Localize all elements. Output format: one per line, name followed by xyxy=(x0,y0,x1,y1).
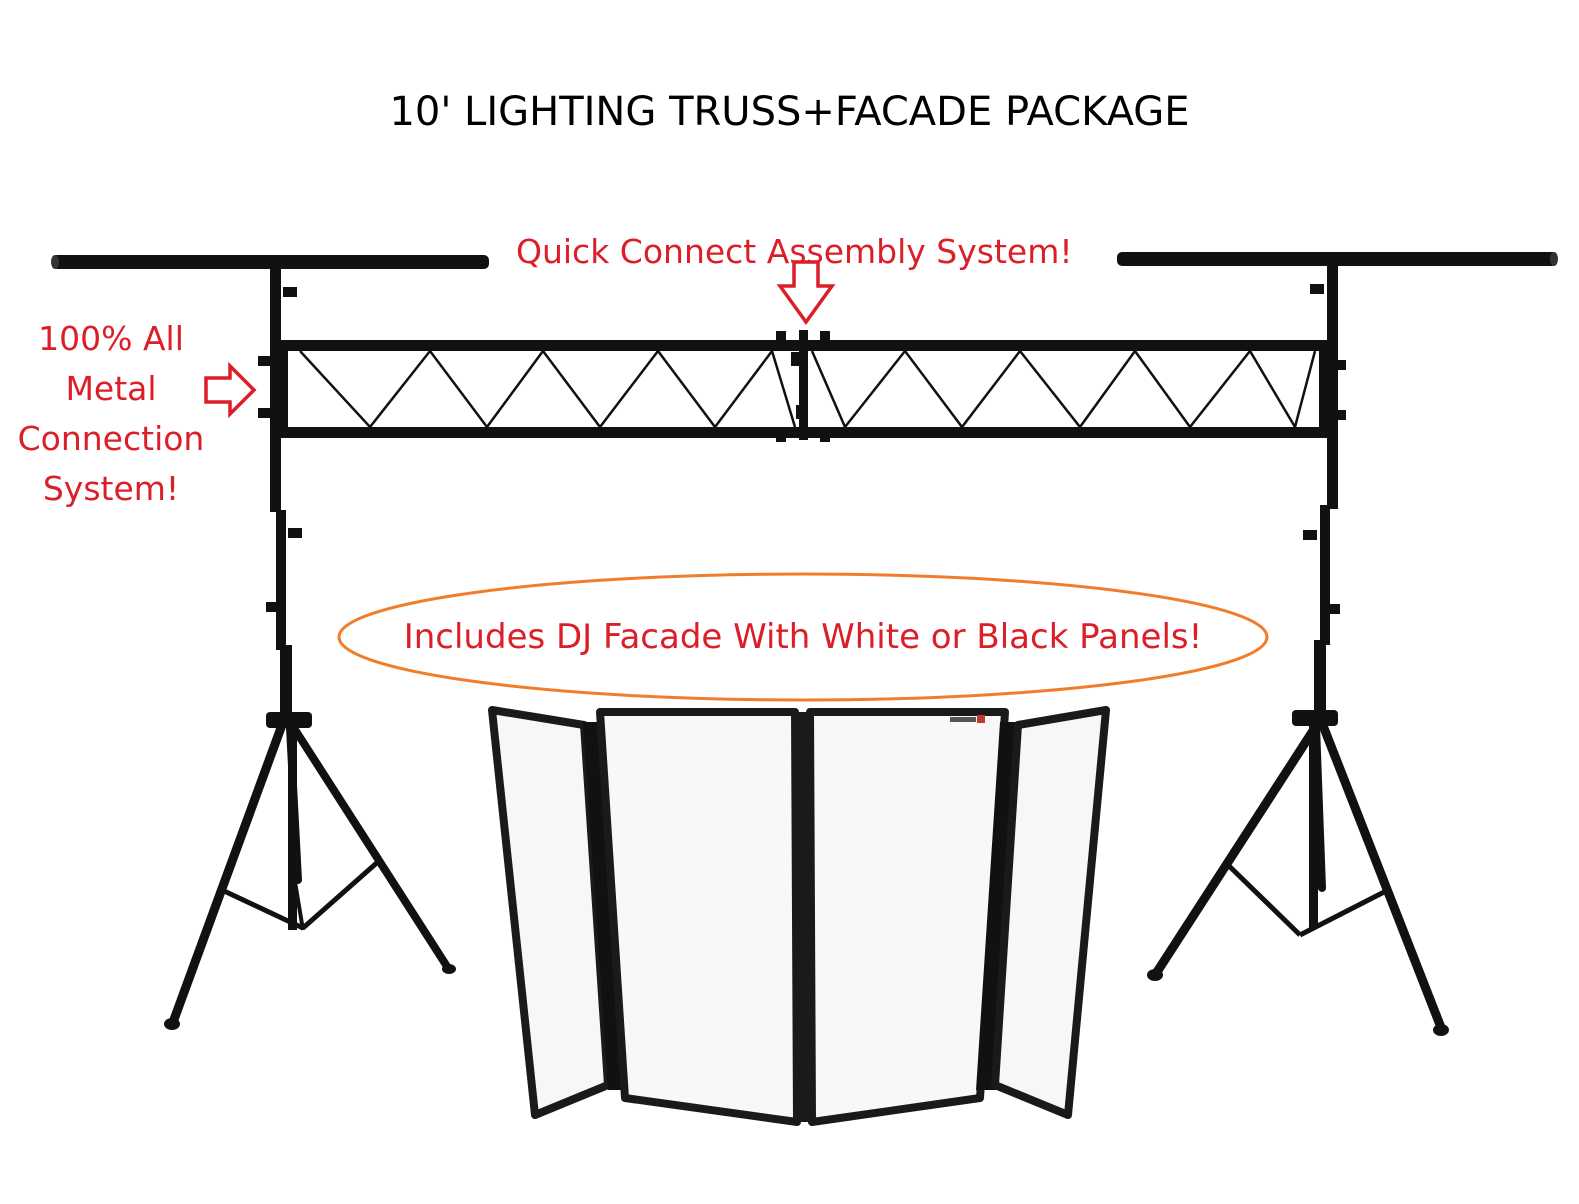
facade-highlight-ellipse xyxy=(337,572,1269,702)
right-tripod-stand xyxy=(1117,252,1558,1036)
metal-callout-line: 100% All xyxy=(38,319,184,358)
quick-connect-callout: Quick Connect Assembly System! xyxy=(516,232,1073,271)
left-tripod-stand xyxy=(51,255,489,1030)
metal-connection-callout: 100% All Metal Connection System! xyxy=(0,314,222,514)
dj-facade xyxy=(488,706,1110,1126)
page-title: 10' LIGHTING TRUSS+FACADE PACKAGE xyxy=(389,89,1190,135)
metal-callout-line: Connection xyxy=(17,419,205,458)
arrow-right-icon xyxy=(204,361,257,419)
lighting-truss xyxy=(280,330,1327,442)
metal-callout-line: Metal xyxy=(65,369,157,408)
facade-callout: Includes DJ Facade With White or Black P… xyxy=(403,617,1203,657)
metal-callout-line: System! xyxy=(42,469,180,508)
arrow-down-icon xyxy=(776,260,836,325)
